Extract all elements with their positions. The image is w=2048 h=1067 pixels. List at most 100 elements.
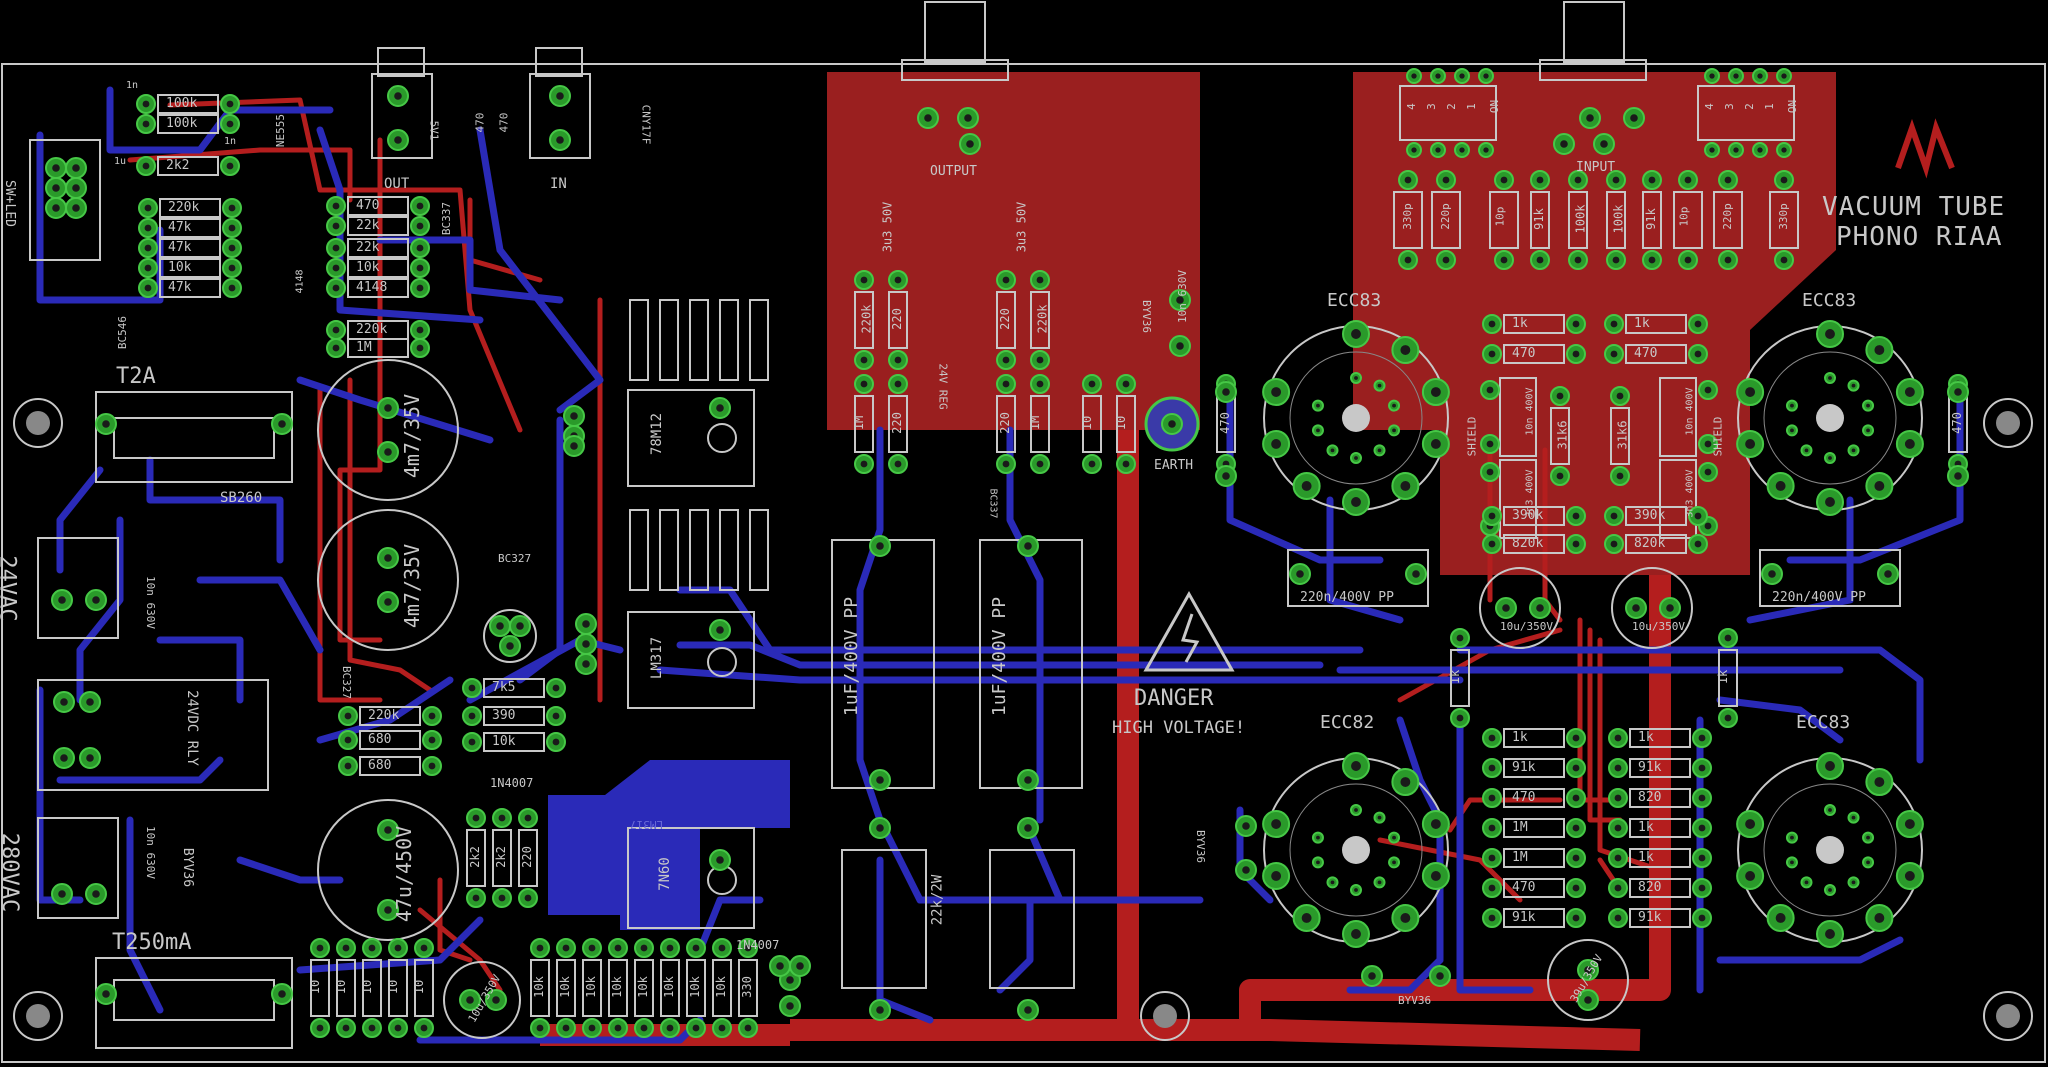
pad-hole (1400, 913, 1411, 923)
pad-hole (860, 460, 868, 468)
pad-hole (1271, 439, 1282, 449)
shield-right-label: SHIELD (1711, 416, 1725, 457)
pad-hole (1392, 835, 1396, 840)
bc546-label: BC546 (116, 315, 130, 350)
pad-hole (1483, 147, 1489, 153)
resistor-body (1503, 314, 1565, 334)
output-cap-1-label: 3u3 50V (880, 201, 895, 253)
pad-hole (1488, 540, 1496, 548)
pad-hole (1698, 914, 1706, 922)
resistor-body (483, 732, 545, 752)
pad-hole (1351, 761, 1361, 771)
pad-hole (1866, 860, 1870, 865)
pad-hole (102, 990, 110, 998)
pad-hole (1176, 296, 1184, 304)
pad-hole (332, 202, 340, 210)
pad-hole (1698, 764, 1706, 772)
pad-hole (428, 712, 436, 720)
resistor-body (362, 959, 382, 1017)
resistor-body (492, 829, 512, 887)
resistor-body (159, 218, 221, 238)
pad-hole (1790, 835, 1794, 840)
component-value-label: 220 (889, 412, 904, 434)
pad-hole (228, 284, 236, 292)
pad-hole (332, 284, 340, 292)
resistor-body (518, 829, 538, 887)
component-value-label: 1k (1512, 316, 1528, 331)
pad-hole (1698, 884, 1706, 892)
pad-hole (1874, 345, 1885, 355)
pad-hole (588, 944, 596, 952)
tube2-label: ECC83 (1802, 290, 1857, 311)
pad-hole (1036, 356, 1044, 364)
component-value-label: 91k (1643, 208, 1658, 230)
component-value-label: 470 (1217, 412, 1232, 434)
capacitor-body (1393, 191, 1423, 249)
pad-hole (1572, 512, 1580, 520)
pad-hole (420, 944, 428, 952)
pad-hole (1024, 776, 1032, 784)
reg24-label: 24V REG (936, 363, 950, 410)
c1u-label: 1u (114, 156, 127, 167)
pad-hole (1614, 794, 1622, 802)
resistor-body (556, 959, 576, 1017)
mounting-hole (1983, 398, 2033, 448)
tube3-label: ECC82 (1320, 712, 1375, 733)
component-value-label: 220p (1720, 203, 1734, 230)
resistor-body (1629, 728, 1691, 748)
pad-hole (556, 136, 564, 144)
resistor-body (466, 829, 486, 887)
pad-hole (1036, 276, 1044, 284)
component-value-label: 1k (1716, 669, 1731, 685)
hv-cap-label: 47u/450V (392, 825, 417, 923)
pad-hole (394, 92, 402, 100)
pad-hole (1616, 472, 1624, 480)
hv-cap2-label: 1uF/400V PP (989, 596, 1011, 717)
resistor-body (1550, 407, 1570, 465)
pad-hole (1411, 147, 1417, 153)
pad-hole (1694, 512, 1702, 520)
reg2-label: LM317 (649, 636, 666, 680)
pad-hole (1316, 428, 1320, 433)
pad-hole (1486, 386, 1494, 394)
pad-hole (1572, 884, 1580, 892)
relay-label: 24VDC RLY (183, 690, 200, 766)
pad-hole (562, 1024, 570, 1032)
pad-hole (1724, 714, 1732, 722)
pad-hole (1866, 835, 1870, 840)
pad-hole (1392, 403, 1396, 408)
pad-hole (1122, 460, 1130, 468)
capacitor-body (1499, 377, 1537, 457)
pad-hole (1377, 383, 1382, 388)
component-value-label: 4148 (356, 280, 388, 295)
cap-10u-3-label: 10u/350V (465, 972, 504, 1025)
pad-hole (1781, 73, 1787, 79)
component-value-label: 220k (356, 322, 388, 337)
pad-hole (60, 754, 68, 762)
pad-hole (1612, 256, 1620, 264)
pad-hole (1648, 176, 1656, 184)
pad-hole (1271, 871, 1282, 881)
component-value-label: 470 (1512, 880, 1536, 895)
pad-hole (640, 944, 648, 952)
resistor-body (483, 678, 545, 698)
component-value-label: 31k6 (1555, 420, 1570, 450)
pad-hole (582, 660, 590, 668)
component-value-label: 2k2 (166, 158, 190, 173)
input-280vac-label: 280VAC (0, 832, 23, 913)
pad-hole (1612, 176, 1620, 184)
component-value-label: 10k (168, 260, 192, 275)
resistor-body (1718, 649, 1738, 707)
resistor-body (888, 395, 908, 453)
danger-label: DANGER (1134, 686, 1214, 711)
mounting-hole (13, 398, 63, 448)
pad-hole (1904, 387, 1915, 397)
pad-hole (1400, 777, 1411, 787)
pad-hole (1088, 380, 1096, 388)
resistor-body (414, 959, 434, 1017)
pad-hole (1404, 256, 1412, 264)
cap-10n-2-label: 10n 630V (143, 826, 157, 879)
pad-hole (394, 136, 402, 144)
pad-hole (332, 264, 340, 272)
component-value-label: 4 (1702, 103, 1716, 110)
